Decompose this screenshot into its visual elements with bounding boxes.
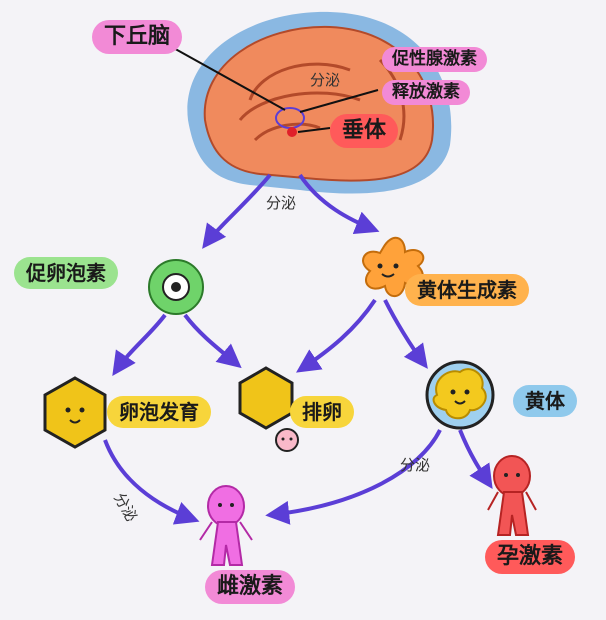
releasing-hormone-label: 释放激素 — [382, 80, 470, 105]
fsh-label: 促卵泡素 — [14, 257, 118, 289]
arrows — [103, 173, 493, 525]
progesterone-label: 孕激素 — [485, 540, 576, 574]
secrete-right-label: 分泌 — [400, 456, 431, 474]
ovulation-label: 排卵 — [290, 396, 354, 428]
progesterone-figure-icon — [487, 455, 537, 536]
lh-label: 黄体生成素 — [405, 274, 529, 306]
ovulation-egg-icon — [238, 366, 299, 452]
hypothalamus-label: 下丘脑 — [92, 20, 183, 54]
estrogen-label: 雌激素 — [205, 570, 296, 604]
fsh-cell-icon — [148, 259, 204, 315]
corpus-luteum-label: 黄体 — [513, 385, 577, 417]
corpus-luteum-icon — [425, 360, 495, 430]
secrete-mid-label: 分泌 — [266, 194, 297, 212]
secrete-top-label: 分泌 — [310, 71, 341, 89]
follicle-development-label: 卵泡发育 — [107, 396, 211, 428]
estrogen-figure-icon — [199, 485, 253, 566]
follicle-hexagon-icon — [43, 376, 107, 449]
pituitary-label: 垂体 — [330, 114, 399, 148]
gnrh-label: 促性腺激素 — [382, 47, 487, 72]
